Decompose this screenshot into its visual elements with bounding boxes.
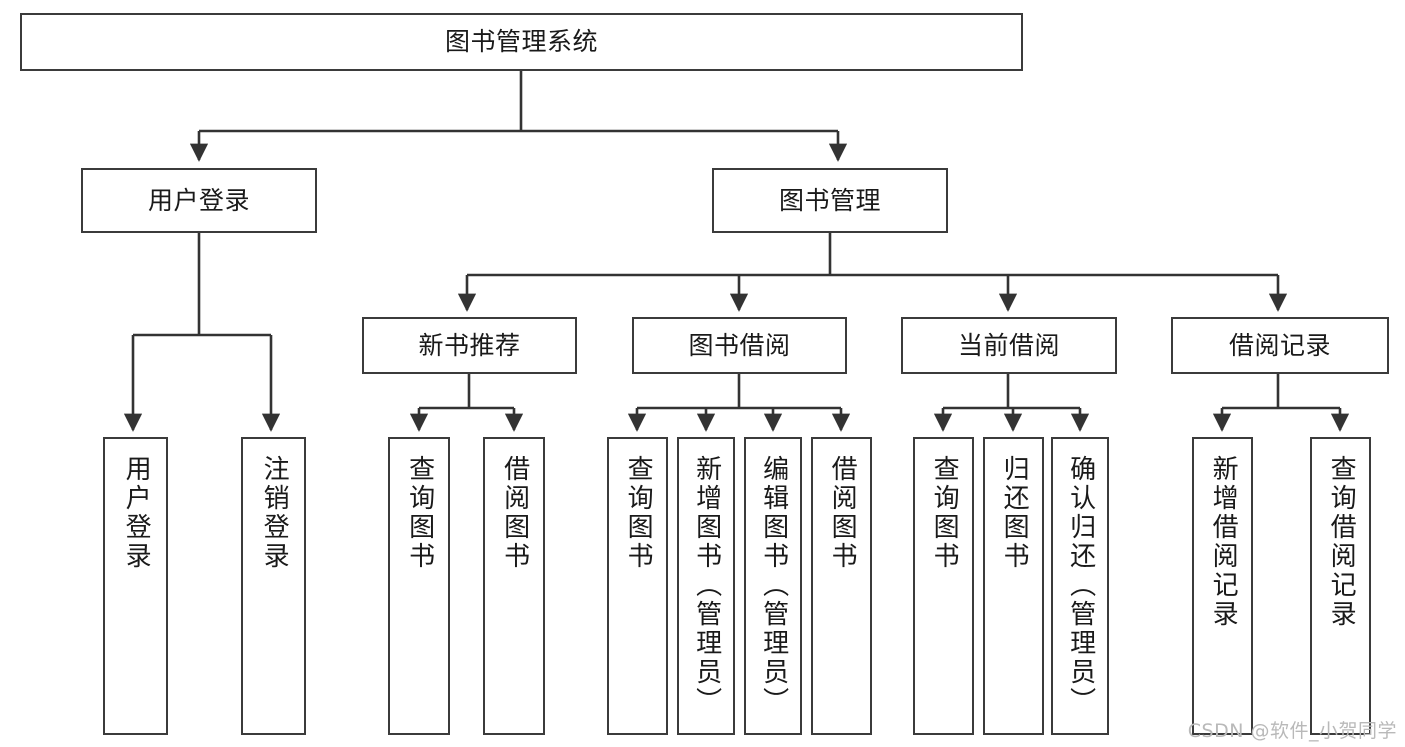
leaf-query-book-borrow-label: 查询图书 bbox=[623, 455, 654, 571]
leaf-borrow-book-recommend-label: 借阅图书 bbox=[499, 455, 530, 571]
leaf-logout-label: 注销登录 bbox=[259, 455, 290, 571]
leaf-borrow-book-recommend[interactable]: 借阅图书 bbox=[483, 437, 545, 735]
leaf-confirm-return[interactable]: 确认归还（管理员） bbox=[1051, 437, 1109, 735]
leaf-query-book-current-label: 查询图书 bbox=[929, 455, 960, 571]
node-book-manage[interactable]: 图书管理 bbox=[712, 168, 948, 233]
node-new-book-recommend-label: 新书推荐 bbox=[418, 330, 521, 360]
leaf-add-borrow-record-label: 新增借阅记录 bbox=[1208, 455, 1239, 629]
leaf-query-book-current[interactable]: 查询图书 bbox=[913, 437, 974, 735]
node-root-label: 图书管理系统 bbox=[444, 27, 598, 57]
leaf-edit-book[interactable]: 编辑图书（管理员） bbox=[744, 437, 802, 735]
node-user-login[interactable]: 用户登录 bbox=[81, 168, 317, 233]
node-book-borrow[interactable]: 图书借阅 bbox=[632, 317, 847, 374]
node-new-book-recommend[interactable]: 新书推荐 bbox=[362, 317, 577, 374]
node-current-borrow[interactable]: 当前借阅 bbox=[901, 317, 1117, 374]
leaf-add-book-label: 新增图书（管理员） bbox=[691, 455, 722, 716]
leaf-query-borrow-record[interactable]: 查询借阅记录 bbox=[1310, 437, 1371, 735]
leaf-user-login-label: 用户登录 bbox=[121, 455, 152, 571]
node-borrow-record[interactable]: 借阅记录 bbox=[1171, 317, 1389, 374]
leaf-logout[interactable]: 注销登录 bbox=[241, 437, 306, 735]
node-book-manage-label: 图书管理 bbox=[778, 185, 881, 215]
leaf-borrow-book[interactable]: 借阅图书 bbox=[811, 437, 872, 735]
node-borrow-record-label: 借阅记录 bbox=[1228, 330, 1331, 360]
leaf-edit-book-label: 编辑图书（管理员） bbox=[758, 455, 789, 716]
leaf-borrow-book-label: 借阅图书 bbox=[827, 455, 858, 571]
node-book-borrow-label: 图书借阅 bbox=[688, 330, 791, 360]
leaf-user-login[interactable]: 用户登录 bbox=[103, 437, 168, 735]
leaf-query-book-borrow[interactable]: 查询图书 bbox=[607, 437, 668, 735]
leaf-query-book-recommend-label: 查询图书 bbox=[404, 455, 435, 571]
node-root[interactable]: 图书管理系统 bbox=[20, 13, 1023, 71]
node-current-borrow-label: 当前借阅 bbox=[957, 330, 1060, 360]
node-user-login-label: 用户登录 bbox=[147, 185, 250, 215]
leaf-query-book-recommend[interactable]: 查询图书 bbox=[388, 437, 450, 735]
leaf-add-book[interactable]: 新增图书（管理员） bbox=[677, 437, 735, 735]
leaf-return-book-label: 归还图书 bbox=[999, 455, 1030, 571]
leaf-add-borrow-record[interactable]: 新增借阅记录 bbox=[1192, 437, 1253, 735]
leaf-query-borrow-record-label: 查询借阅记录 bbox=[1326, 455, 1357, 629]
leaf-confirm-return-label: 确认归还（管理员） bbox=[1065, 455, 1096, 716]
leaf-return-book[interactable]: 归还图书 bbox=[983, 437, 1044, 735]
watermark: CSDN @软件_小贺同学 bbox=[1187, 720, 1397, 742]
